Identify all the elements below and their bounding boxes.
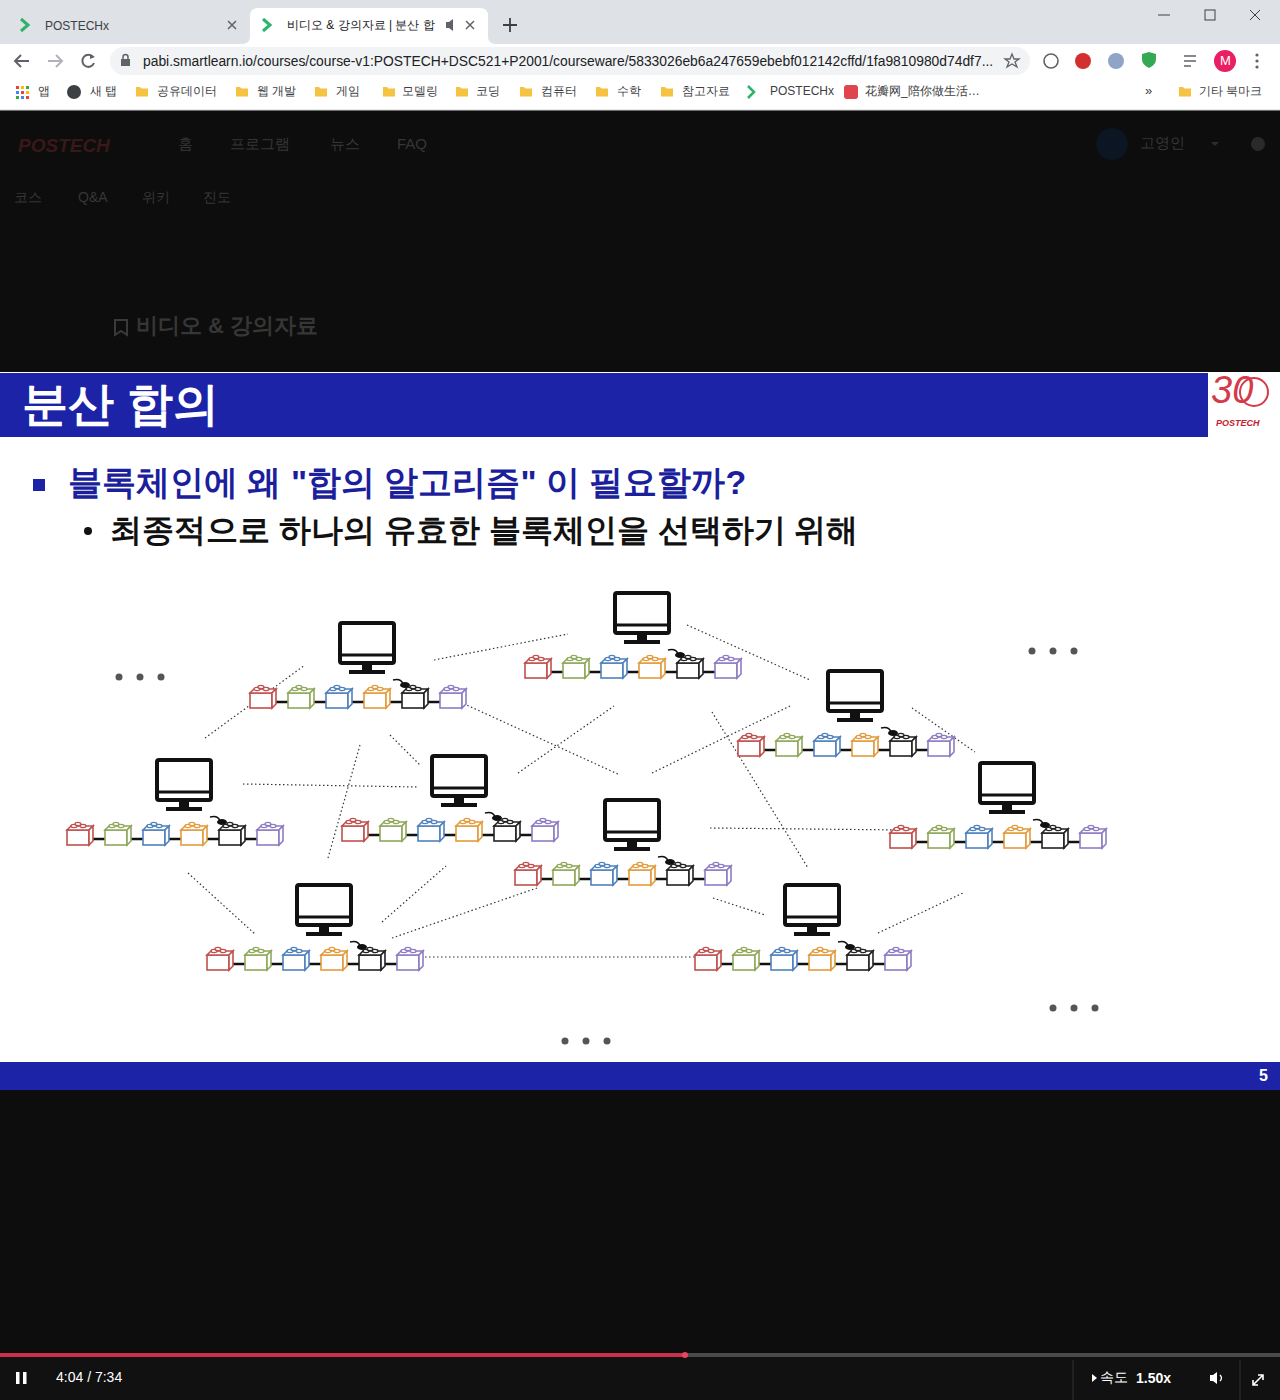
menu-item: FAQ — [397, 135, 427, 153]
bookmark-folder: 수학 — [617, 84, 641, 98]
bullet-answer: 최종적으로 하나의 유효한 블록체인을 선택하기 위해 — [110, 511, 858, 549]
bookmark-folder: 기타 북마크 — [1199, 84, 1262, 98]
profile-initial: M — [1220, 53, 1231, 69]
browser-tab: POSTECHx — [8, 8, 245, 44]
anniversary-logo: 30 — [1211, 368, 1253, 414]
node-text: 비디오 & 강의자료 | 분산 합 — [287, 18, 435, 34]
tab-item: 진도 — [203, 189, 231, 206]
bookmark-folder: 게임 — [336, 84, 360, 98]
menu-item: 홈 — [178, 135, 193, 153]
bookmark-label: 앱 — [38, 84, 50, 98]
bookmark-folder: 컴퓨터 — [541, 84, 577, 98]
tab-item: 코스 — [14, 189, 42, 206]
speed-control: 속도 1.50x — [1100, 1366, 1200, 1390]
bookmark-label: POSTECHx — [770, 84, 834, 98]
node-text: pabi.smartlearn.io/courses/course-v1:POS… — [143, 53, 993, 69]
bookmark-folder: 모델링 — [402, 84, 438, 98]
bookmark-folder: 웹 개발 — [257, 84, 296, 98]
bookmark-folder: 공유데이터 — [157, 84, 217, 98]
site-logo: POSTECH — [18, 135, 110, 158]
bookmark-label: 花瓣网_陪你做生活… — [865, 84, 980, 98]
address-bar: pabi.smartlearn.io/courses/course-v1:POS… — [110, 47, 1000, 75]
slide-number: 5 — [1259, 1066, 1268, 1085]
bookmark-folder: 코딩 — [476, 84, 500, 98]
tab-item: 위키 — [142, 189, 170, 206]
section-heading: 비디오 & 강의자료 — [136, 313, 318, 339]
logo-wordmark: POSTECH — [1216, 418, 1260, 429]
user-name: 고영인 — [1140, 134, 1185, 152]
speed-value: 1.50x — [1136, 1370, 1171, 1386]
speed-label: 속도 — [1100, 1369, 1128, 1387]
slide-title: 분산 합의 — [22, 377, 219, 432]
menu-item: 프로그램 — [230, 135, 290, 153]
overflow-chevron: » — [1145, 83, 1152, 99]
bookmark-label: 새 탭 — [90, 84, 117, 98]
browser-tab-active: 비디오 & 강의자료 | 분산 합 — [250, 8, 440, 44]
bullet-question: 블록체인에 왜 "합의 알고리즘" 이 필요할까? — [68, 462, 746, 503]
bookmark-folder: 참고자료 — [682, 84, 730, 98]
node-text: POSTECHx — [45, 19, 109, 33]
menu-item: 뉴스 — [330, 135, 360, 153]
time-display: 4:04 / 7:34 — [56, 1369, 122, 1386]
tab-item: Q&A — [78, 189, 108, 206]
